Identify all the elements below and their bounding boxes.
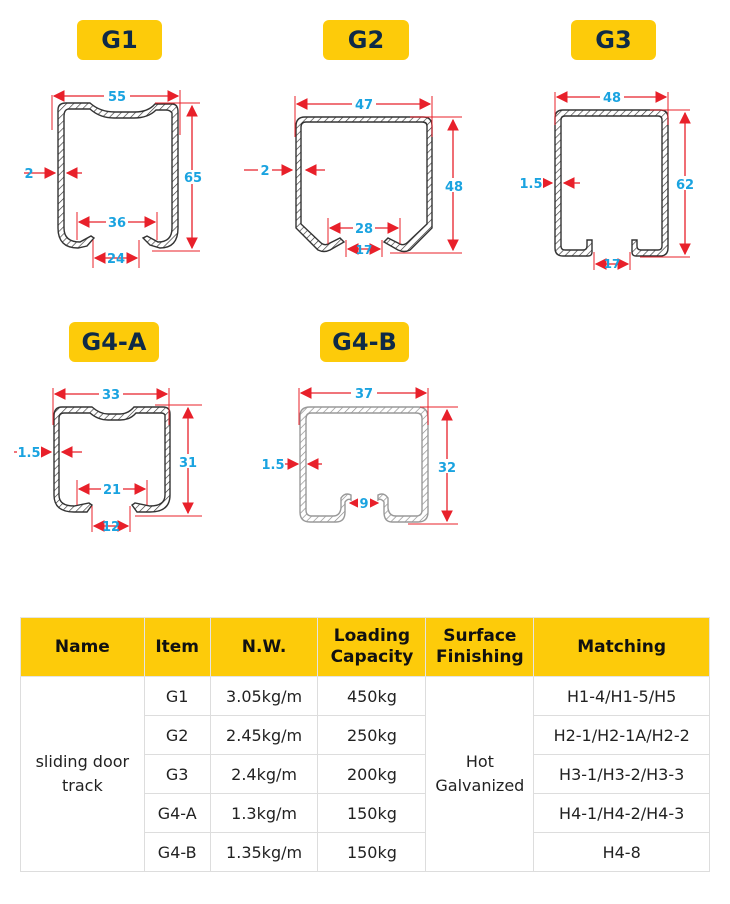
g3-section bbox=[554, 109, 669, 257]
g2-thickness-label: 2 bbox=[260, 164, 269, 179]
table-row: sliding door track G1 3.05kg/m 450kg Hot… bbox=[20, 676, 710, 872]
nw-cell: 1.35kg/m bbox=[209, 832, 319, 872]
g4a-thickness-label: 1.5 bbox=[17, 446, 40, 461]
spec-table: Name Item N.W. Loading Capacity Surface … bbox=[20, 617, 710, 872]
profile-drawing-g4b: 37 32 1.5 9 bbox=[261, 386, 460, 525]
surface-cell: Hot Galvanized bbox=[425, 676, 535, 872]
g4a-slot-label: 12 bbox=[102, 520, 120, 535]
capacity-cell: 150kg bbox=[317, 832, 427, 872]
profile-drawing-g3: 48 62 1.5 17 bbox=[519, 90, 697, 271]
g1-height-label: 65 bbox=[184, 171, 202, 186]
g4a-section bbox=[53, 406, 171, 513]
profile-badge-g4b: G4-B bbox=[320, 322, 409, 362]
g4a-width-label: 33 bbox=[102, 388, 120, 403]
header-item: Item bbox=[143, 617, 211, 677]
g4b-slot-label: 9 bbox=[359, 497, 368, 512]
g1-thickness-label: 2 bbox=[24, 167, 33, 182]
item-cell: G4-A bbox=[143, 793, 211, 833]
capacity-cell: 150kg bbox=[317, 793, 427, 833]
g2-width-label: 47 bbox=[355, 98, 373, 113]
g4b-width-label: 37 bbox=[355, 387, 373, 402]
matching-cell: H1-4/H1-5/H5 bbox=[533, 676, 710, 716]
g3-height-label: 62 bbox=[676, 178, 694, 193]
capacity-cell: 450kg bbox=[317, 676, 427, 716]
table-row: G4-B 1.35kg/m 150kg H4-8 bbox=[21, 832, 710, 872]
name-cell: sliding door track bbox=[20, 676, 145, 872]
g4b-thickness-label: 1.5 bbox=[261, 458, 284, 473]
item-cell: G3 bbox=[143, 754, 211, 794]
profile-badge-g1: G1 bbox=[77, 20, 162, 60]
nw-cell: 2.4kg/m bbox=[209, 754, 319, 794]
profile-drawing-g1: 55 65 2 36 24 bbox=[24, 89, 204, 268]
g1-inner-opening-label: 36 bbox=[108, 216, 126, 231]
g3-thickness-label: 1.5 bbox=[519, 177, 542, 192]
g2-height-label: 48 bbox=[445, 180, 463, 195]
matching-cell: H2-1/H2-1A/H2-2 bbox=[533, 715, 710, 755]
g1-slot-label: 24 bbox=[107, 252, 125, 267]
nw-cell: 2.45kg/m bbox=[209, 715, 319, 755]
g2-inner-opening-label: 28 bbox=[355, 222, 373, 237]
matching-cell: H4-8 bbox=[533, 832, 710, 872]
nw-cell: 1.3kg/m bbox=[209, 793, 319, 833]
profile-badge-g2: G2 bbox=[323, 20, 409, 60]
g4a-inner-opening-label: 21 bbox=[103, 483, 121, 498]
header-surface-finishing: Surface Finishing bbox=[425, 617, 535, 677]
header-loading-capacity: Loading Capacity bbox=[317, 617, 427, 677]
table-header-row: Name Item N.W. Loading Capacity Surface … bbox=[20, 617, 710, 677]
capacity-cell: 250kg bbox=[317, 715, 427, 755]
profile-badge-g3: G3 bbox=[571, 20, 656, 60]
nw-cell: 3.05kg/m bbox=[209, 676, 319, 716]
item-cell: G2 bbox=[143, 715, 211, 755]
item-cell: G4-B bbox=[143, 832, 211, 872]
g4a-height-label: 31 bbox=[179, 456, 197, 471]
header-matching: Matching bbox=[533, 617, 710, 677]
g1-width-label: 55 bbox=[108, 90, 126, 105]
profile-badge-g4a: G4-A bbox=[69, 322, 159, 362]
profile-drawing-g4a: 33 31 1.5 21 12 bbox=[14, 387, 202, 535]
g4b-height-label: 32 bbox=[438, 461, 456, 476]
header-nw: N.W. bbox=[209, 617, 319, 677]
header-name: Name bbox=[20, 617, 145, 677]
g1-section bbox=[57, 102, 179, 249]
g3-slot-label: 17 bbox=[604, 257, 621, 271]
g2-section bbox=[295, 116, 433, 253]
profile-drawing-g2: 47 48 2 28 17 bbox=[244, 96, 466, 257]
matching-cell: H4-1/H4-2/H4-3 bbox=[533, 793, 710, 833]
matching-cell: H3-1/H3-2/H3-3 bbox=[533, 754, 710, 794]
item-cell: G1 bbox=[143, 676, 211, 716]
g3-width-label: 48 bbox=[603, 91, 621, 106]
g2-slot-label: 17 bbox=[356, 243, 373, 257]
table-row: G4-A 1.3kg/m 150kg H4-1/H4-2/H4-3 bbox=[21, 793, 710, 833]
capacity-cell: 200kg bbox=[317, 754, 427, 794]
